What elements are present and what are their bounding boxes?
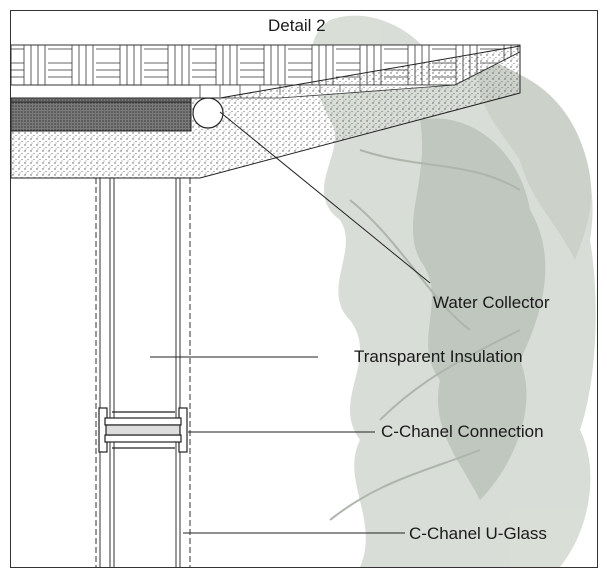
leader-lines xyxy=(150,111,431,534)
c-channel-connection-detail xyxy=(98,407,188,453)
label-c-channel-connection: C-Chanel Connection xyxy=(381,422,544,441)
foliage-background xyxy=(311,15,596,567)
u-glass-profile xyxy=(95,178,191,567)
label-transparent-insulation: Transparent Insulation xyxy=(354,347,523,366)
water-collector-pipe xyxy=(192,97,224,129)
detail-title: Detail 2 xyxy=(268,16,326,35)
label-c-channel-u-glass: C-Chanel U-Glass xyxy=(409,524,547,543)
label-water-collector: Water Collector xyxy=(433,293,550,312)
roof-deck xyxy=(10,44,521,179)
